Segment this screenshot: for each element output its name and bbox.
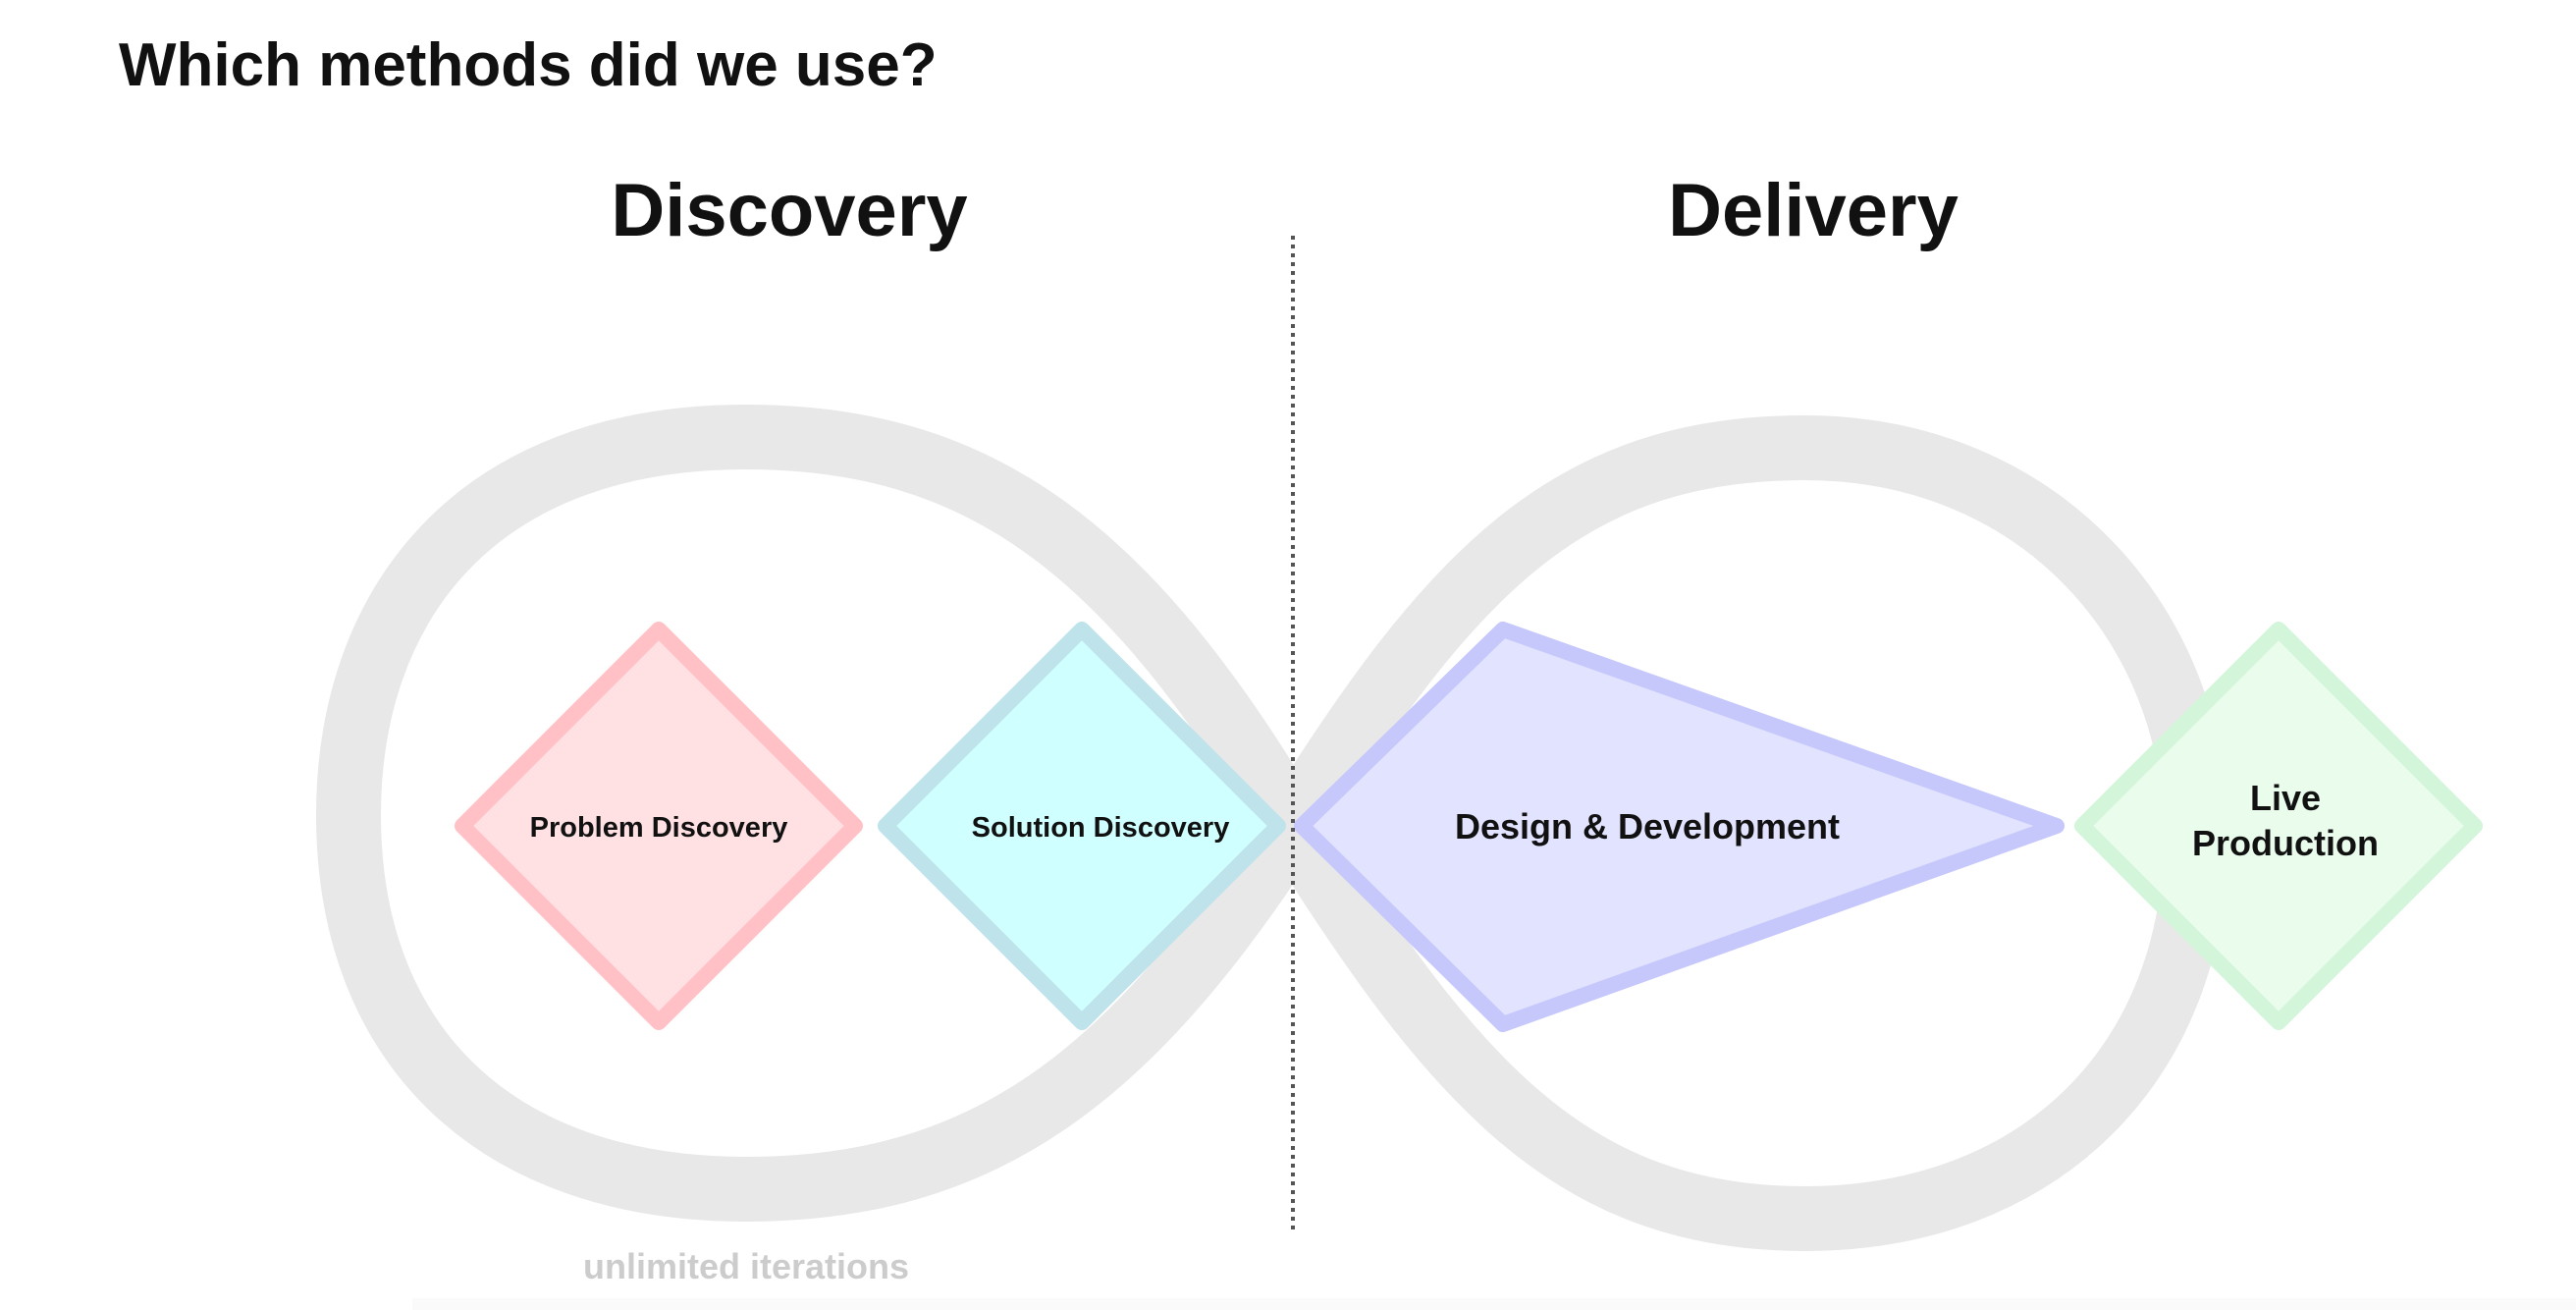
- design-development-shape: [1294, 622, 2065, 1032]
- infinity-loop: [315, 404, 2229, 1252]
- bottom-band: [412, 1298, 2576, 1310]
- solution-discovery-diamond: [878, 622, 1286, 1030]
- live-production-diamond: [2074, 622, 2483, 1030]
- discovery-heading: Discovery: [611, 169, 967, 252]
- design-development-label: Design & Development: [1455, 806, 1840, 846]
- loop-caption: unlimited iterations: [583, 1246, 909, 1286]
- delivery-heading: Delivery: [1668, 169, 1959, 252]
- problem-discovery-label: Problem Discovery: [530, 812, 788, 844]
- problem-discovery-diamond: [455, 622, 863, 1030]
- live-production-label-line1: Live: [2250, 778, 2321, 818]
- live-production-label-line2: Production: [2192, 823, 2379, 863]
- solution-discovery-label: Solution Discovery: [972, 812, 1230, 844]
- page-title: Which methods did we use?: [119, 31, 938, 99]
